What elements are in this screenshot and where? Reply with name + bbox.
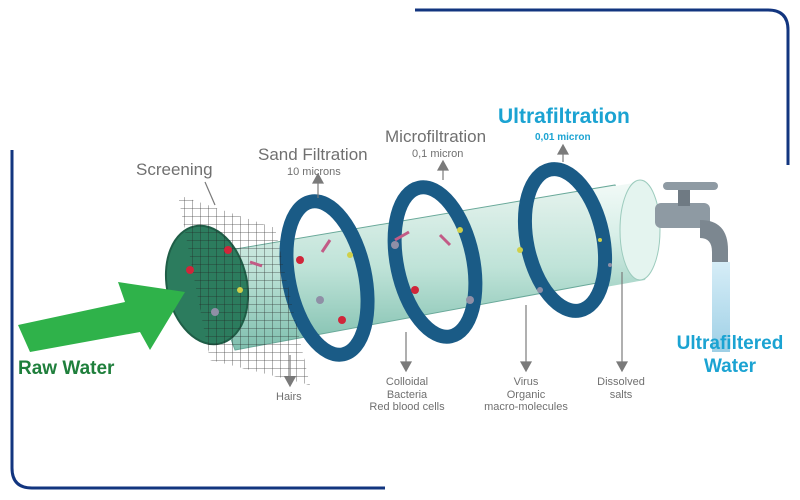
sand-filtration-size: 10 microns: [287, 166, 341, 178]
red-blood-cells-line: Red blood cells: [369, 401, 445, 414]
colloidal-line: Colloidal: [385, 376, 429, 388]
ultrafiltration-label: Ultrafiltration: [498, 105, 630, 128]
raw-water-arrow: [18, 282, 185, 352]
microfiltration-ring: [387, 180, 483, 344]
sand-filtration-label: Sand Filtration: [258, 145, 368, 164]
macro-molecules-line: macro-molecules: [484, 401, 568, 414]
outlet-line-2: Water: [703, 355, 757, 377]
salts-line: salts: [609, 388, 633, 401]
tube-end-cap: [619, 179, 661, 281]
colloidal-label: Colloidal Bacteria Red blood cells: [367, 376, 447, 414]
dissolved-line: Dissolved: [597, 376, 645, 388]
faucet-icon: [655, 182, 728, 262]
bacteria-line: Bacteria: [386, 388, 428, 401]
raw-water-label: Raw Water: [18, 358, 115, 379]
screening-label: Screening: [136, 160, 213, 179]
ultrafiltered-water-label: Ultrafiltered Water: [665, 333, 795, 379]
screening-mesh: [178, 195, 310, 385]
virus-label: Virus Organic macro-molecules: [476, 376, 576, 414]
ultrafiltration-size: 0,01 micron: [535, 132, 591, 143]
pointer-lines: [204, 143, 629, 388]
frame-top-right: [415, 8, 790, 165]
microfiltration-label: Microfiltration: [385, 127, 487, 146]
particles: [186, 227, 612, 324]
sand-filtration-ring: [279, 194, 375, 362]
microfiltration-size: 0,1 micron: [412, 148, 464, 160]
salts-label: Dissolved salts: [591, 376, 651, 401]
outlet-line-1: Ultrafiltered: [676, 333, 784, 354]
ultrafiltration-ring: [517, 162, 613, 318]
organic-line: Organic: [506, 388, 546, 401]
hairs-label: Hairs: [276, 391, 302, 403]
virus-line: Virus: [513, 376, 539, 388]
frame-bottom-left: [10, 150, 385, 490]
water-stream: [712, 262, 730, 352]
